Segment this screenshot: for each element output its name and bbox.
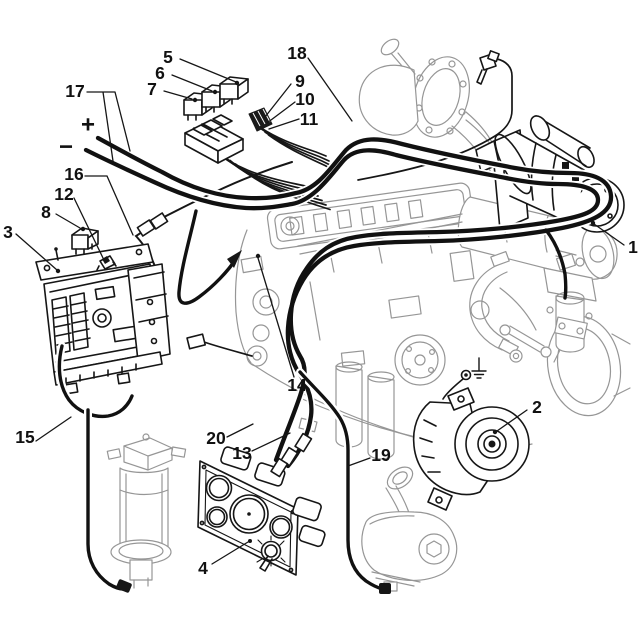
engine-illustration — [106, 38, 631, 592]
callout-15: 15 — [15, 427, 35, 447]
instrument-panel — [197, 446, 326, 576]
callout-5: 5 — [163, 47, 173, 67]
battery-cables — [55, 134, 615, 594]
callout-13: 13 — [232, 443, 252, 463]
callout-9: 9 — [295, 71, 305, 91]
callout-17: 17 — [65, 81, 84, 101]
polarity-plus: + — [81, 112, 95, 139]
fuel-filter-drawing — [106, 433, 187, 589]
alternator — [412, 357, 530, 511]
callout-1: 1 — [628, 237, 638, 257]
callout-12: 12 — [54, 184, 74, 204]
linkage-drawing — [499, 316, 588, 358]
callout-20: 20 — [206, 428, 226, 448]
remote-control-drawing — [361, 466, 458, 592]
ecu-assembly — [35, 243, 171, 395]
callout-4: 4 — [198, 558, 208, 578]
callout-leaders — [15, 57, 625, 565]
callout-16: 16 — [64, 164, 84, 184]
callout-3: 3 — [3, 222, 13, 242]
callout-7: 7 — [147, 79, 157, 99]
callout-11: 11 — [300, 109, 319, 129]
callout-6: 6 — [155, 63, 165, 83]
callout-19: 19 — [371, 445, 391, 465]
callout-2: 2 — [532, 397, 542, 417]
polarity-minus: − — [59, 134, 73, 161]
callout-8: 8 — [41, 202, 51, 222]
temperature-sensor — [476, 50, 500, 85]
callout-10: 10 — [295, 89, 315, 109]
inline-connectors — [136, 212, 313, 478]
turbocharger-drawing — [358, 38, 495, 147]
callout-14: 14 — [287, 375, 307, 395]
fuse-block — [184, 114, 244, 164]
callout-18: 18 — [287, 43, 307, 63]
callout-labels: 1 2 3 4 5 6 7 8 9 10 11 12 13 14 15 16 1… — [3, 43, 638, 578]
clip-12 — [96, 255, 117, 271]
